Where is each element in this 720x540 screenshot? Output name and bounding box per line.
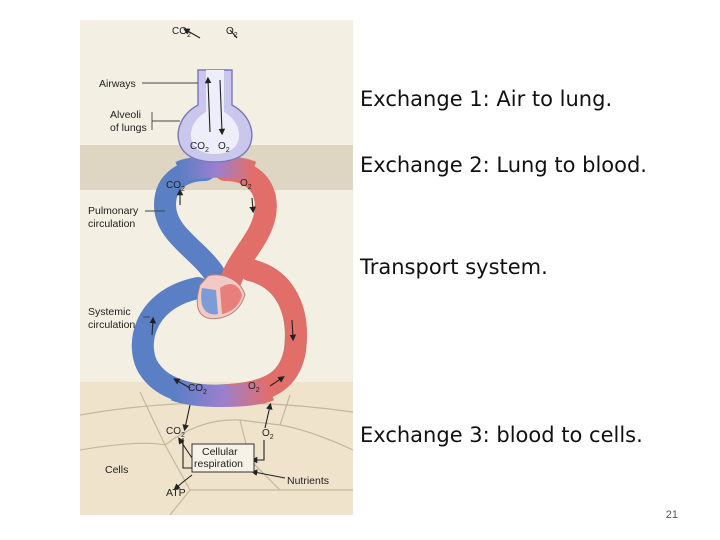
structure-labels: Airways Alveoli of lungs Pulmonary circu… [88,78,329,499]
pulmonary-label-line1: Pulmonary [88,205,139,217]
co2-top-label: CO2 [172,26,191,39]
slide-page-number: 21 [665,509,678,521]
o2-top-label: O2 [226,26,238,39]
pulmonary-capillary-bed [175,155,257,183]
respiration-diagram: CO2 O2 CO2 O2 CO2 O2 CO2 O2 CO2 O2 Airwa… [80,20,353,515]
flow-arrows [149,28,297,389]
exchange-2-text: Exchange 2: Lung to blood. [360,153,647,177]
cell-exchange-arrows [173,402,286,491]
o2-cells-label: O2 [262,428,274,441]
o2-alveoli-label: O2 [218,141,230,154]
exchange-3-text: Exchange 3: blood to cells. [360,423,643,447]
systemic-capillary-bed [170,379,275,407]
pulmonary-label-line2: circulation [88,218,135,230]
cellular-respiration-box [191,443,255,473]
cellular-respiration-line2: respiration [194,458,243,470]
gas-labels: CO2 O2 CO2 O2 CO2 O2 CO2 O2 CO2 O2 [166,26,274,441]
co2-pulmonary-label: CO2 [166,180,185,193]
leader-lines [142,82,198,318]
cells-label: Cells [105,464,128,476]
cell-outlines [80,391,353,515]
cellular-respiration-line1: Cellular [202,446,238,458]
nutrients-label: Nutrients [287,475,329,487]
alveoli-label-line2: of lungs [110,122,147,134]
airways-label: Airways [99,78,136,90]
transport-system-text: Transport system. [360,255,548,279]
co2-alveoli-label: CO2 [190,141,209,154]
systemic-label-line2: circulation [88,319,135,331]
heart [196,274,246,320]
o2-pulmonary-label: O2 [240,178,252,191]
o2-systemic-label: O2 [248,381,260,394]
respiration-diagram-svg: CO2 O2 CO2 O2 CO2 O2 CO2 O2 CO2 O2 Airwa… [80,20,353,515]
co2-systemic-label: CO2 [188,383,207,396]
co2-cells-label: CO2 [166,426,185,439]
exchange-1-text: Exchange 1: Air to lung. [360,87,613,111]
airway [177,69,253,163]
systemic-label-line1: Systemic [88,306,131,318]
alveoli-label-line1: Alveoli [110,109,141,121]
atp-label: ATP [166,487,186,499]
